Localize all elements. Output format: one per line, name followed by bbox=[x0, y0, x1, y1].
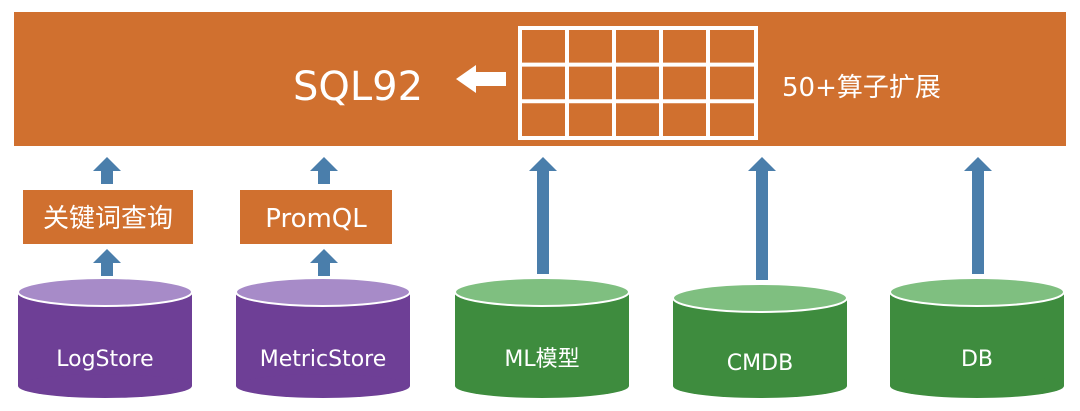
up-arrow-icon bbox=[964, 157, 992, 274]
up-arrow-icon bbox=[529, 157, 557, 274]
db-cylinder: DB bbox=[889, 277, 1065, 398]
ml-model-label: ML模型 bbox=[504, 347, 579, 372]
sql92-label: SQL92 bbox=[293, 64, 423, 110]
metricstore-cylinder: MetricStore bbox=[235, 277, 411, 398]
up-arrow-icon bbox=[310, 157, 338, 184]
keyword-query-box bbox=[23, 190, 193, 244]
logstore-cylinder: LogStore bbox=[17, 277, 193, 398]
up-arrow-icon bbox=[310, 249, 338, 276]
up-arrow-icon bbox=[93, 249, 121, 276]
operator-grid-icon bbox=[518, 26, 758, 140]
db-label: DB bbox=[961, 347, 993, 372]
operator-extension-label: 50+算子扩展 bbox=[782, 73, 941, 103]
promql-label: PromQL bbox=[265, 204, 367, 234]
promql-box bbox=[240, 190, 392, 244]
up-arrow-icon bbox=[748, 157, 776, 280]
ml-model-cylinder: ML模型 bbox=[454, 277, 630, 398]
logstore-label: LogStore bbox=[56, 347, 153, 372]
cmdb-label: CMDB bbox=[727, 351, 793, 376]
up-arrow-icon bbox=[93, 157, 121, 184]
keyword-query-label: 关键词查询 bbox=[43, 204, 173, 234]
cmdb-cylinder: CMDB bbox=[672, 283, 848, 398]
metricstore-label: MetricStore bbox=[260, 347, 387, 372]
left-arrow-icon bbox=[456, 65, 506, 93]
